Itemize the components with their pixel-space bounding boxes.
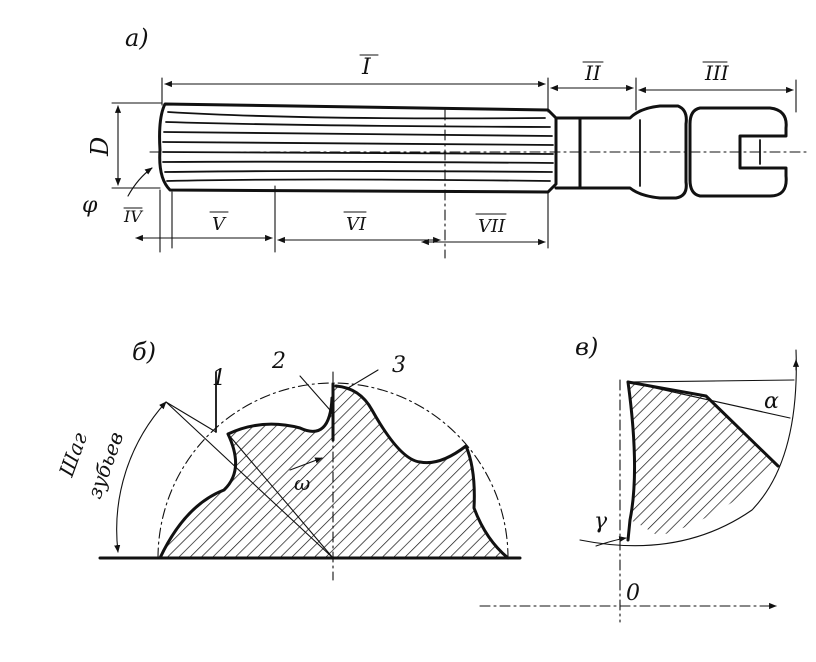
reamer-body-outline (158, 102, 558, 194)
tooth-angle-view: в) α γ 0 (479, 333, 800, 623)
label-phi: φ (82, 193, 98, 218)
tooth-back-edge (626, 380, 780, 468)
outer-arc (579, 349, 797, 547)
label-VII: VII (478, 216, 506, 237)
label-I: I (361, 55, 372, 80)
tooth-profile-right (334, 384, 510, 560)
pitch-arc (114, 401, 167, 553)
angle-phi-arc (127, 167, 153, 197)
label-V: V (212, 214, 227, 235)
tooth-hatch (628, 382, 778, 536)
pitch-ext (165, 401, 217, 433)
label-VI: VI (346, 214, 367, 235)
label-1: 1 (212, 366, 226, 391)
radial-line (165, 401, 334, 559)
label-alpha: α (764, 389, 779, 414)
label-III: III (704, 61, 730, 85)
label-omega: ω (294, 471, 310, 495)
cross-section-view: б) 1 2 3 ω Шаг зубьев (54, 338, 522, 581)
omega-arrow (289, 457, 323, 471)
reamer-tang (688, 106, 788, 198)
radial-line (227, 433, 334, 559)
clearance-line (627, 381, 791, 419)
label-b: б) (132, 338, 156, 366)
label-2: 2 (271, 349, 286, 374)
leader-3 (347, 369, 379, 389)
reference-line (627, 379, 795, 383)
reamer-shank (578, 104, 688, 200)
label-gamma: γ (594, 509, 608, 534)
label-v: в) (575, 333, 598, 361)
label-IV: IV (123, 207, 143, 226)
reamer-view: а) I II III D φ IV (82, 24, 809, 259)
reamer-flutes (162, 111, 554, 182)
label-3: 3 (392, 353, 406, 378)
label-a: а) (125, 24, 149, 52)
leader-2 (299, 375, 331, 411)
label-step-1: Шаг (54, 429, 92, 480)
label-D: D (86, 137, 114, 157)
label-II: II (584, 61, 602, 85)
tooth-face-edge (626, 380, 637, 542)
reamer-neck (554, 116, 582, 190)
gamma-arrow (595, 536, 627, 547)
label-zero: 0 (626, 581, 640, 606)
